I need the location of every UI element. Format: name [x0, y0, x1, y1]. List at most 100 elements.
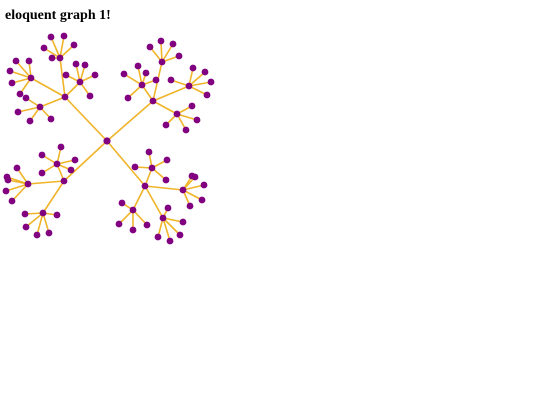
graph-edge [106, 100, 154, 142]
graph-edge [132, 209, 148, 226]
graph-edge [17, 106, 41, 113]
graph-node [86, 92, 94, 100]
graph-node [71, 156, 79, 164]
graph-edge [188, 81, 212, 87]
graph-edge [182, 184, 205, 191]
graph-edge [144, 185, 164, 219]
graph-node [72, 60, 80, 68]
graph-node [61, 93, 69, 101]
graph-node [33, 231, 41, 239]
graph-node [40, 44, 48, 52]
graph-node [2, 187, 10, 195]
graph-node [39, 209, 47, 217]
graph-node [36, 103, 44, 111]
graph-node [157, 37, 165, 45]
graph-edge [59, 35, 65, 59]
graph-node [8, 197, 16, 205]
graph-node [182, 126, 190, 134]
graph-node [16, 90, 24, 98]
graph-node [4, 176, 12, 184]
graph-edge [30, 77, 66, 98]
graph-node [191, 173, 199, 181]
graph-edge [152, 100, 178, 115]
graph-node [118, 199, 126, 207]
graph-edge [144, 185, 184, 191]
page-title: eloquent graph 1! [5, 8, 111, 23]
graph-edge [11, 183, 29, 202]
graph-edge [42, 212, 50, 234]
graph-node [152, 76, 160, 84]
graph-edge [63, 140, 108, 182]
graph-node [185, 82, 193, 90]
graph-edge [123, 73, 143, 86]
graph-edge [161, 43, 174, 63]
graph-node [24, 180, 32, 188]
graph-node [200, 181, 208, 189]
graph-node [60, 177, 68, 185]
graph-node [129, 226, 137, 234]
graph-edge [64, 81, 81, 98]
graph-node [25, 57, 33, 65]
graph-node [163, 156, 171, 164]
graph-node [26, 117, 34, 125]
graph-node [166, 237, 174, 245]
graph-node [6, 67, 14, 75]
graph-edge [27, 180, 65, 185]
graph-node [45, 229, 53, 237]
graph-edge [176, 113, 198, 121]
graph-node [189, 64, 197, 72]
graph-node [193, 116, 201, 124]
graph-node [167, 76, 175, 84]
graph-node [162, 121, 170, 129]
graph-node [60, 32, 68, 40]
graph-node [115, 220, 123, 228]
graph-node [53, 211, 61, 219]
graph-edge [162, 217, 181, 236]
graph-node [148, 164, 156, 172]
graph-node [38, 151, 46, 159]
graph-node [159, 214, 167, 222]
graph-edge [132, 185, 146, 211]
graph-edge [9, 70, 32, 79]
graph-node [169, 40, 177, 48]
graph-node [70, 41, 78, 49]
graph-node [138, 81, 146, 89]
graph-node [146, 43, 154, 51]
graph-node [8, 79, 16, 87]
graph-node [13, 164, 21, 172]
graph-node [27, 74, 35, 82]
graph-edge [25, 212, 44, 228]
graph-edge [106, 140, 146, 187]
graph-node [67, 166, 75, 174]
graph-node [186, 202, 194, 210]
graph-edge [152, 85, 190, 102]
graph-edge [59, 57, 66, 98]
graph-edge [15, 60, 32, 79]
graph-node [56, 54, 64, 62]
graph-node [22, 94, 30, 102]
graph-node [145, 148, 153, 156]
graph-node [149, 97, 157, 105]
graph-node [162, 176, 170, 184]
graph-node [21, 210, 29, 218]
graph-node [81, 61, 89, 69]
graph-node [47, 115, 55, 123]
graph-node [176, 231, 184, 239]
graph-node [53, 160, 61, 168]
graph-node [158, 58, 166, 66]
graph-node [203, 91, 211, 99]
graph-edge [50, 36, 61, 59]
graph-node [129, 206, 137, 214]
graph-node [38, 169, 46, 177]
graph-edge [160, 40, 163, 63]
graph-node [91, 71, 99, 79]
graph-node [143, 221, 151, 229]
graph-edge [5, 183, 29, 192]
graph-node [188, 102, 196, 110]
graph-edge [64, 96, 108, 142]
graph-node [164, 204, 172, 212]
graph-node [131, 163, 139, 171]
graph-node [142, 69, 150, 77]
graph-node [14, 108, 22, 116]
